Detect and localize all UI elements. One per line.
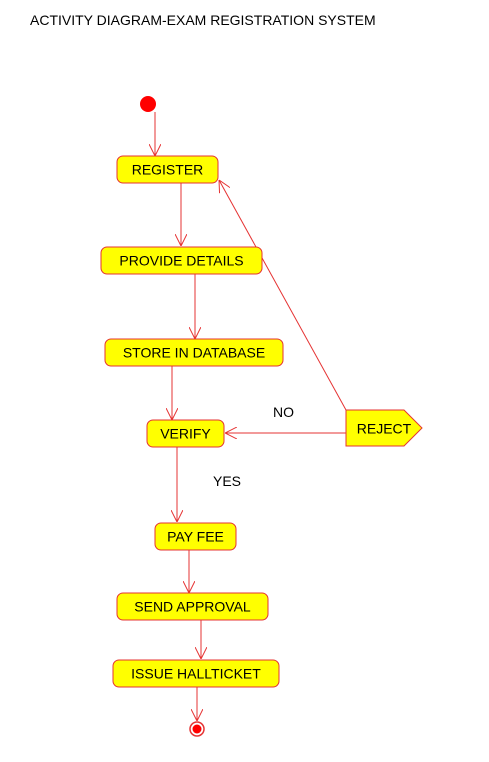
final-node-dot bbox=[192, 724, 202, 734]
edges bbox=[155, 112, 347, 721]
node-reject-shape bbox=[345, 409, 423, 447]
edge-label-no: NO bbox=[273, 404, 294, 420]
node-provide-details-box bbox=[100, 246, 263, 275]
node-send-approval: SEND APPROVAL bbox=[116, 592, 269, 621]
node-pay-fee-label: PAY FEE bbox=[167, 529, 224, 545]
node-register-box bbox=[116, 155, 219, 184]
node-pay-fee-box bbox=[154, 522, 237, 551]
node-reject: REJECT bbox=[345, 409, 423, 447]
node-provide-details-label: PROVIDE DETAILS bbox=[119, 253, 243, 269]
node-store-in-database-box bbox=[104, 338, 284, 367]
node-verify-box bbox=[146, 419, 225, 448]
node-store-in-database: STORE IN DATABASE bbox=[104, 338, 284, 367]
node-issue-hallticket: ISSUE HALLTICKET bbox=[112, 659, 280, 688]
node-register: REGISTER bbox=[116, 155, 219, 184]
node-send-approval-box bbox=[116, 592, 269, 621]
node-store-in-database-label: STORE IN DATABASE bbox=[123, 345, 265, 361]
final-node bbox=[189, 721, 205, 737]
initial-node bbox=[140, 96, 156, 112]
node-send-approval-label: SEND APPROVAL bbox=[134, 599, 251, 615]
node-register-label: REGISTER bbox=[132, 162, 204, 178]
node-issue-hallticket-label: ISSUE HALLTICKET bbox=[131, 666, 261, 682]
node-issue-hallticket-box bbox=[112, 659, 280, 688]
node-provide-details: PROVIDE DETAILS bbox=[100, 246, 263, 275]
node-reject-label: REJECT bbox=[357, 421, 412, 437]
node-pay-fee: PAY FEE bbox=[154, 522, 237, 551]
diagram-title: ACTIVITY DIAGRAM-EXAM REGISTRATION SYSTE… bbox=[30, 12, 376, 28]
edge-reject-to-register bbox=[219, 180, 347, 411]
edge-label-yes: YES bbox=[213, 473, 241, 489]
node-verify-label: VERIFY bbox=[160, 426, 211, 442]
node-verify: VERIFY bbox=[146, 419, 225, 448]
